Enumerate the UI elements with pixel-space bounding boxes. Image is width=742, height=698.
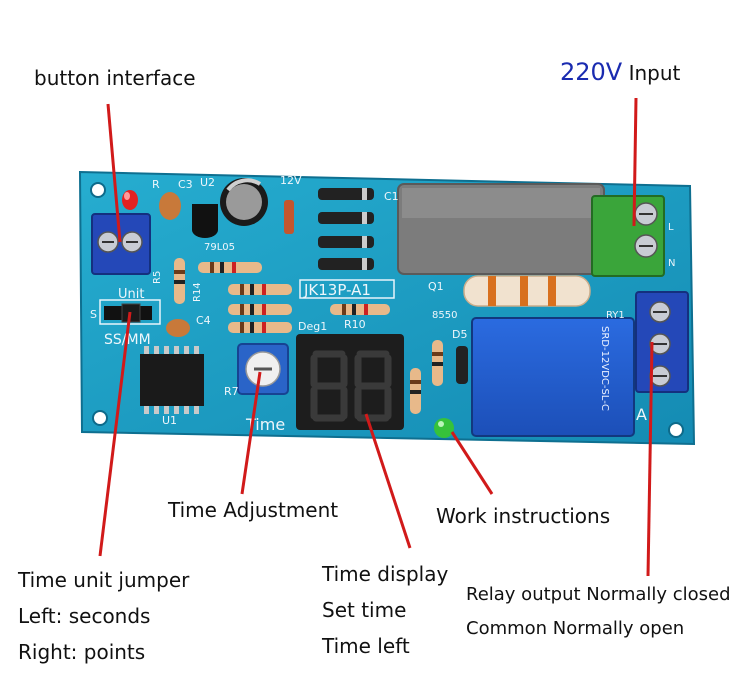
leader-work-instructions	[450, 431, 494, 495]
mounting-hole	[668, 422, 684, 438]
film-capacitor	[397, 183, 605, 275]
regulator	[192, 204, 218, 238]
silk-ry1: RY1	[606, 310, 625, 321]
relay-marking: SRD-12VDC-SL-C	[599, 326, 610, 411]
silk-d5: D5	[452, 328, 467, 341]
label-line: Relay output Normally closed	[466, 584, 731, 605]
label-work-instructions: Work instructions	[436, 504, 611, 528]
output-terminal	[635, 291, 689, 393]
diodes	[284, 188, 374, 270]
silk-u2: U2	[200, 176, 215, 189]
silk-r: R	[152, 178, 160, 191]
silk-outline	[299, 279, 395, 299]
label-voltage: 220V	[560, 58, 623, 86]
leader-button-interface	[106, 103, 122, 243]
silk-deg1: Deg1	[298, 320, 327, 333]
relay	[471, 317, 635, 437]
resistors	[174, 258, 443, 414]
silk-r14: R14	[192, 282, 203, 302]
diode-d5	[456, 346, 468, 384]
silk-q1: Q1	[428, 280, 444, 293]
silk-c1: C1	[384, 190, 399, 203]
label-line: Time left	[322, 634, 410, 658]
seven-segment-display	[296, 334, 404, 430]
label-input-word: Input	[628, 61, 681, 85]
silk-unit: Unit	[118, 287, 144, 302]
leader-time-adjustment	[240, 371, 262, 495]
silk-c3: C3	[178, 178, 193, 191]
silk-l: L	[668, 222, 674, 233]
silk-n: N	[668, 258, 675, 269]
silk-u1: U1	[162, 414, 177, 427]
mounting-hole	[92, 410, 108, 426]
label-line: Right: points	[18, 640, 146, 664]
silk-r10: R10	[344, 318, 366, 331]
label-line: Time display	[322, 562, 449, 586]
potentiometer	[237, 343, 289, 395]
ceramic-capacitor	[166, 319, 190, 337]
silk-79l05: 79L05	[204, 242, 235, 253]
silk-s: S	[90, 308, 97, 321]
leader-relay-output	[646, 341, 654, 577]
green-led	[434, 418, 454, 438]
silk-12v: 12V	[280, 174, 302, 187]
leader-time-display	[364, 413, 412, 549]
mounting-hole	[90, 182, 106, 198]
label-button-interface: button interface	[34, 66, 196, 90]
label-line: Left: seconds	[18, 604, 151, 628]
silk-c4: C4	[196, 314, 211, 327]
label-input: 220V Input	[560, 58, 680, 86]
ic-chip	[140, 346, 204, 414]
label-line: Common Normally open	[466, 618, 685, 639]
ceramic-capacitor	[159, 192, 181, 220]
leader-time-unit-jumper	[98, 311, 132, 557]
silk-r5: R5	[152, 271, 163, 284]
annotation-lines	[98, 97, 654, 577]
silk-8550: 8550	[432, 310, 457, 321]
label-line: Set time	[322, 598, 407, 622]
power-resistor	[463, 275, 591, 307]
label-time-adjustment: Time Adjustment	[168, 498, 339, 522]
silk-r7: R7	[224, 385, 239, 398]
button-terminal	[91, 213, 151, 275]
red-led	[122, 190, 138, 210]
silk-time: Time	[245, 415, 285, 434]
leader-input	[632, 97, 638, 227]
input-terminal	[591, 195, 665, 277]
electrolytic-capacitor	[220, 178, 268, 226]
silk-a: A	[636, 405, 647, 424]
silk-model: JK13P-A1	[303, 281, 371, 299]
label-line: Time unit jumper	[18, 568, 190, 592]
